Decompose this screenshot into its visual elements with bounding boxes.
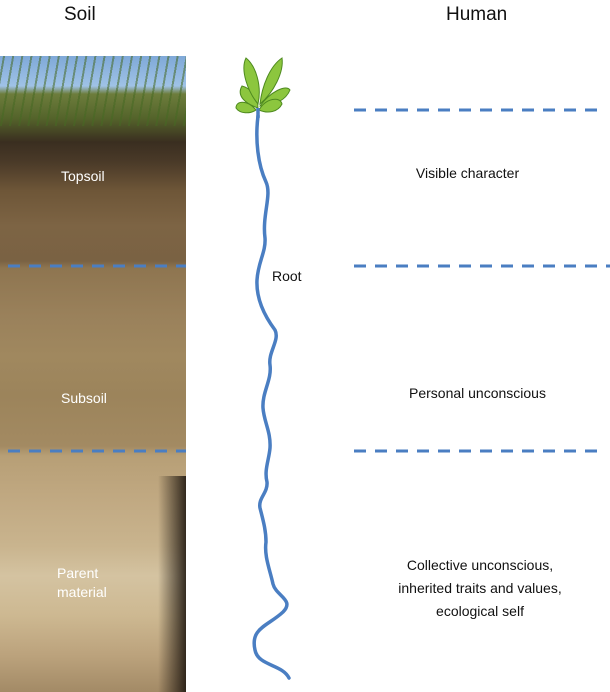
parent-material-line-2: material [57,584,107,600]
dashed-separators [8,108,610,453]
soil-profile-photo [0,56,186,692]
topsoil-label: Topsoil [61,168,105,184]
root-label: Root [272,268,302,284]
collective-unconscious-label: Collective unconscious, inherited traits… [365,554,595,623]
human-heading: Human [446,4,508,25]
soil-heading: Soil [64,4,96,25]
root-line [252,114,291,680]
personal-unconscious-label: Personal unconscious [409,385,546,401]
parent-material-line-1: Parent [57,565,99,581]
subsoil-label: Subsoil [61,390,107,406]
collective-line-2: inherited traits and values, [398,580,562,596]
photo-shadow [158,476,186,692]
parent-material-label: Parent material [57,564,107,602]
sprout-icon [235,57,291,118]
visible-character-label: Visible character [415,165,520,181]
collective-line-3: ecological self [436,603,524,619]
grass-layer [0,56,186,126]
collective-line-1: Collective unconscious, [406,557,554,573]
